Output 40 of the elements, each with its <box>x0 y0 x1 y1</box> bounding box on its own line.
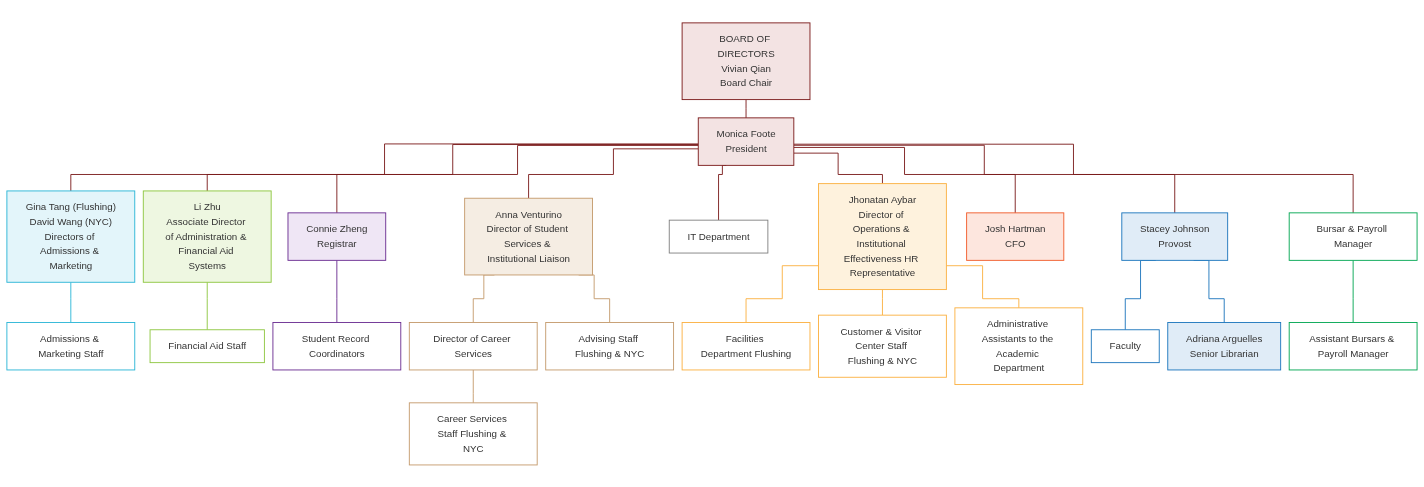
connector <box>1352 259 1354 323</box>
node-box: Li Zhu Associate Director of Administration & Financial Aid Systems <box>142 190 272 283</box>
connector <box>70 281 72 323</box>
connector <box>472 369 474 403</box>
connector <box>206 281 208 330</box>
node-box: Bursar & Payroll Manager <box>1288 212 1418 261</box>
node-box: Customer & Visitor Center Staff Flushing & NYC <box>818 314 947 378</box>
connector <box>793 146 1016 213</box>
node-box: Gina Tang (Flushing) David Wang (NYC) Directors of Admissions & Marketing <box>6 190 136 283</box>
node-box: Administrative Assistants to the Academic Department <box>954 307 1084 385</box>
node-box: Facilities Department Flushing <box>681 321 811 370</box>
node-box: IT Department <box>668 219 769 254</box>
node-box: Connie Zheng Registrar <box>287 212 387 261</box>
connector <box>793 144 1176 213</box>
node-box: Adriana Arguelles Senior Librarian <box>1167 321 1282 370</box>
connector <box>70 143 699 191</box>
connector <box>745 98 747 118</box>
connector <box>945 264 1020 308</box>
connector <box>528 147 699 199</box>
connector <box>206 143 699 191</box>
node-box: Stacey Johnson Provost <box>1121 212 1229 261</box>
connector <box>793 152 883 184</box>
connector <box>336 144 699 213</box>
connector <box>336 259 338 323</box>
node-box: Director of Career Services <box>408 321 538 370</box>
node-box: Career Services Staff Flushing & NYC <box>408 401 538 465</box>
connector <box>793 143 1354 213</box>
node-box: Advising Staff Flushing & NYC <box>545 321 675 370</box>
connector <box>882 288 883 316</box>
node-box: Josh Hartman CFO <box>966 212 1065 261</box>
node-box: Anna Venturino Director of Student Services & Institutional Liaison <box>464 197 593 275</box>
node-box: Financial Aid Staff <box>149 328 265 363</box>
node-box: Faculty <box>1090 328 1160 363</box>
node-box: Jhonatan Aybar Director of Operations & Institutional Effectiveness HR Representative <box>818 182 947 290</box>
node-box: BOARD OF DIRECTORS Vivian Qian Board Chair <box>681 22 811 100</box>
node-box: Monica Foote President <box>697 117 795 166</box>
node-box: Assistant Bursars & Payroll Manager <box>1288 321 1418 370</box>
node-box: Student Record Coordinators <box>272 321 402 370</box>
connector <box>745 264 819 323</box>
node-box: Admissions & Marketing Staff <box>6 321 136 370</box>
